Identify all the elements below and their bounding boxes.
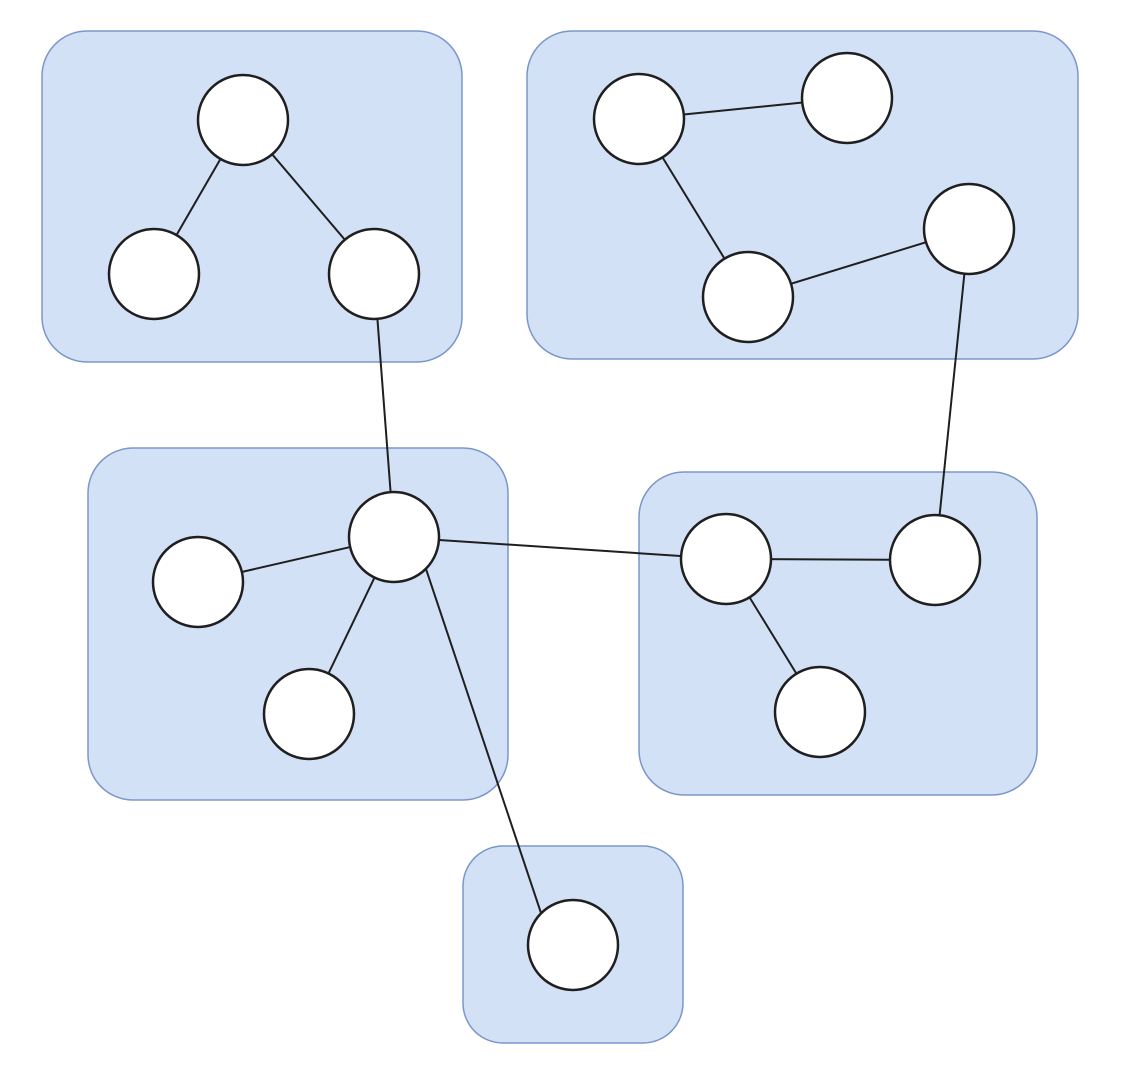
node-a3[interactable] xyxy=(327,227,421,321)
node-d2[interactable] xyxy=(888,513,982,607)
edge-c1-e1[interactable] xyxy=(425,568,542,914)
node-c3[interactable] xyxy=(262,667,356,761)
node-e1[interactable] xyxy=(526,898,620,992)
node-b1[interactable] xyxy=(592,72,686,166)
edge-c1-d1[interactable] xyxy=(393,536,727,560)
node-c2[interactable] xyxy=(151,535,245,629)
node-c1[interactable] xyxy=(347,490,441,584)
node-a2[interactable] xyxy=(107,227,201,321)
edge-b4-d2[interactable] xyxy=(934,228,970,561)
node-b2[interactable] xyxy=(800,51,894,145)
node-a1[interactable] xyxy=(196,73,290,167)
node-b3[interactable] xyxy=(701,250,795,344)
node-d3[interactable] xyxy=(773,665,867,759)
node-b4[interactable] xyxy=(922,182,1016,276)
node-d1[interactable] xyxy=(679,512,773,606)
